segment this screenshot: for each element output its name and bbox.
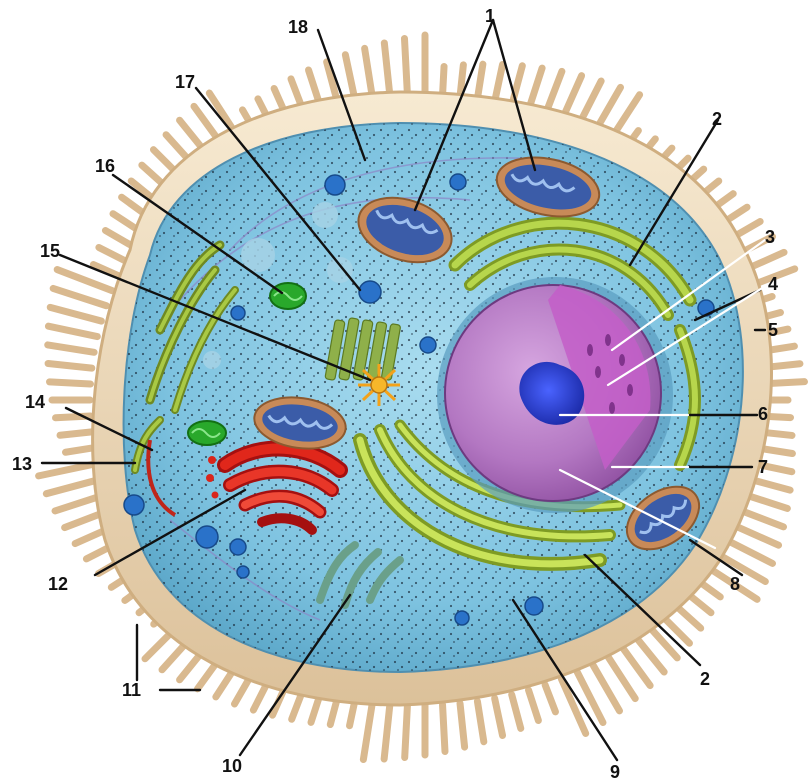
label-16: 16 (95, 156, 115, 176)
label-2-top: 2 (712, 109, 722, 129)
label-6: 6 (758, 404, 768, 424)
microvillus (512, 695, 521, 729)
label-2-bottom: 2 (700, 669, 710, 689)
microvillus (384, 703, 390, 759)
microvillus (495, 698, 503, 735)
microvillus (512, 66, 523, 106)
microvillus (50, 307, 101, 321)
label-18: 18 (288, 17, 308, 37)
label-15: 15 (40, 241, 60, 261)
microvillus (477, 701, 483, 741)
label-3: 3 (765, 227, 775, 247)
microvillus (50, 382, 91, 384)
microvillus (60, 432, 92, 435)
microvillus (460, 703, 465, 747)
microvillus (39, 463, 98, 475)
microvillus (48, 326, 97, 336)
label-5: 5 (768, 320, 778, 340)
microvillus (53, 288, 106, 305)
label-8: 8 (730, 574, 740, 594)
label-4: 4 (768, 274, 778, 294)
microvillus (404, 38, 407, 95)
label-9: 9 (610, 762, 620, 782)
microvillus (545, 685, 555, 712)
nucleus (437, 277, 673, 513)
microvillus (65, 448, 94, 453)
label-7: 7 (758, 457, 768, 477)
label-12: 12 (48, 574, 68, 594)
label-13: 13 (12, 454, 32, 474)
lysosome-2 (188, 421, 226, 445)
microvillus (443, 705, 445, 752)
microvillus (405, 705, 408, 758)
label-17: 17 (175, 72, 195, 92)
microvillus (48, 345, 94, 352)
microvillus (363, 701, 372, 759)
microvillus (365, 48, 373, 98)
microvillus (477, 64, 482, 99)
microvillus (384, 43, 390, 97)
microvillus (495, 64, 503, 101)
microvillus (48, 364, 92, 369)
label-11: 11 (122, 680, 141, 700)
label-1: 1 (485, 6, 495, 26)
microvillus (529, 690, 539, 720)
label-14: 14 (25, 392, 45, 412)
lysosome-1 (270, 283, 306, 309)
label-10: 10 (222, 756, 242, 776)
microvillus (443, 66, 445, 95)
microvillus (99, 247, 127, 261)
